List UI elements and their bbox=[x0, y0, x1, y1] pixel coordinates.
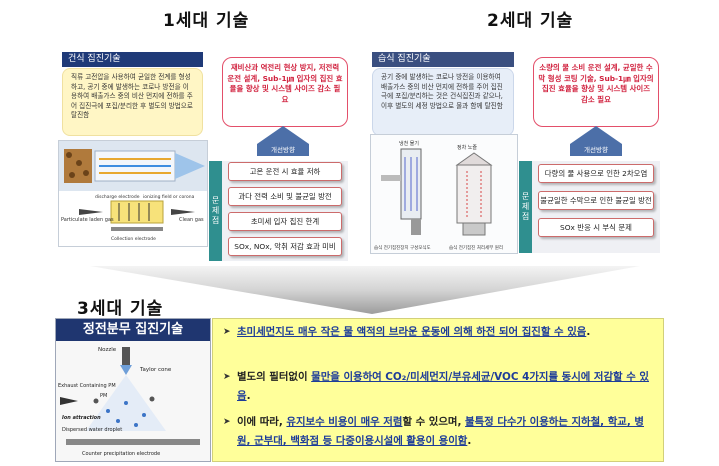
highlighted-phrase: 불특정 다수가 이용하는 지하철, 학교, 병원, 군부대, 백화점 등 다중이… bbox=[237, 416, 644, 447]
gen2-problem-label: 문제점 bbox=[519, 161, 532, 253]
gen3-benefit-text: 이에 따라, 유지보수 비용이 매우 저렴할 수 있으며, 불특정 다수가 이용… bbox=[237, 413, 655, 451]
gen1-improvement-arrow: 개선방향 bbox=[257, 126, 309, 156]
gen3-label-pm: PM bbox=[100, 393, 107, 399]
gen1-esp-diagram: discharge electrode ionizing field or co… bbox=[59, 141, 207, 246]
plain-phrase: . bbox=[467, 435, 472, 447]
gen3-label-dispersed: Dispersed water droplet bbox=[62, 427, 122, 433]
gen2-caption-left: 습식 전기집진장치 구성모식도 bbox=[374, 244, 431, 251]
gen1-esp-image: discharge electrode ionizing field or co… bbox=[58, 140, 208, 247]
gen1-problem-item: 고온 운전 시 효율 저하 bbox=[228, 162, 342, 181]
gen2-title: 2세대 기술 bbox=[487, 11, 574, 31]
highlighted-phrase: 유지보수 비용이 매우 저렴 bbox=[286, 416, 403, 428]
gen3-benefit-item: ➤ 초미세먼지도 매우 작은 물 액적의 브라운 운동에 의해 하전 되어 집진… bbox=[223, 323, 655, 342]
gen3-label-ion: Ion attraction bbox=[62, 415, 101, 421]
gen3-benefit-item: ➤ 별도의 필터없이 물만을 이용하여 CO₂/미세먼지/부유세균/VOC 4가… bbox=[223, 368, 655, 406]
gen2-improvement-label: 개선방향 bbox=[570, 144, 622, 156]
gen3-tech-title: 정전분무 집진기술 bbox=[56, 319, 210, 341]
gen3-benefit-text: 초미세먼지도 매우 작은 물 액적의 브라운 운동에 의해 하전 되어 집진할 … bbox=[237, 323, 655, 342]
convergence-arrow bbox=[90, 266, 640, 314]
gen1-label-collection: Collection electrode bbox=[111, 236, 156, 242]
gen2-description: 공기 중에 발생하는 코로나 방전을 이용하여 배출가스 중의 비산 먼지에 전… bbox=[372, 68, 514, 136]
gen3-label-counter: Counter precipitation electrode bbox=[82, 451, 160, 457]
gen3-label-exhaust: Exhaust Containing PM bbox=[58, 383, 116, 389]
gen3-label-nozzle: Nozzle bbox=[98, 347, 117, 353]
gen2-label-top: 냉천 물기 bbox=[399, 140, 419, 147]
plain-phrase: . bbox=[246, 390, 251, 402]
gen2-improvement-arrow: 개선방향 bbox=[570, 126, 622, 156]
gen1-problem-item: 초미세 입자 집진 한계 bbox=[228, 212, 342, 231]
gen2-tech-label: 습식 집진기술 bbox=[372, 52, 514, 67]
gen1-label-ionizing: ionizing field or corona bbox=[143, 194, 195, 200]
gen1-improvement-box: 재비산과 역전리 현상 방지, 저전력 운전 설계, Sub-1㎛ 입자의 집진… bbox=[222, 57, 348, 127]
gen1-problem-list: 고온 운전 시 효율 저하 과다 전력 소비 및 불균일 방전 초미세 입자 집… bbox=[222, 161, 348, 261]
gen2-problem-item: SOx 반응 시 부식 문제 bbox=[538, 218, 654, 237]
gen3-label-taylor: Taylor cone bbox=[139, 367, 172, 373]
gen3-benefits-box: ➤ 초미세먼지도 매우 작은 물 액적의 브라운 운동에 의해 하전 되어 집진… bbox=[212, 318, 664, 462]
gen1-label-discharge: discharge electrode bbox=[95, 194, 140, 200]
gen3-electrospray-panel: 정전분무 집진기술 Nozzle Taylor cone Exhaust Con… bbox=[55, 318, 211, 462]
gen1-problem-label: 문제점 bbox=[209, 161, 222, 261]
plain-phrase: 이에 따라, bbox=[237, 416, 287, 428]
gen2-improvement-box: 소량의 물 소비 운전 설계, 균일한 수막 형성 코팅 기술, Sub-1㎛ … bbox=[533, 57, 659, 127]
bullet-arrow-icon: ➤ bbox=[223, 327, 231, 337]
gen1-tech-label: 건식 집진기술 bbox=[62, 52, 203, 67]
gen1-improvement-label: 개선방향 bbox=[257, 144, 309, 156]
gen2-problem-item: 불균일한 수막으로 인한 불균일 방전 bbox=[538, 191, 654, 210]
gen3-benefit-text: 별도의 필터없이 물만을 이용하여 CO₂/미세먼지/부유세균/VOC 4가지를… bbox=[237, 368, 655, 406]
gen1-title: 1세대 기술 bbox=[163, 11, 250, 31]
gen3-benefit-item: ➤ 이에 따라, 유지보수 비용이 매우 저렴할 수 있으며, 불특정 다수가 … bbox=[223, 413, 655, 451]
bullet-arrow-icon: ➤ bbox=[223, 417, 231, 427]
gen2-wesp-diagram: 냉천 물기 정차 노즐 습식 전기집진장치 구성모식도 습식 전기집진 처리세부… bbox=[374, 140, 503, 251]
plain-phrase: . bbox=[586, 326, 591, 338]
gen3-title: 3세대 기술 bbox=[77, 299, 164, 319]
bullet-arrow-icon: ➤ bbox=[223, 372, 231, 382]
gen2-wesp-image: 냉천 물기 정차 노즐 습식 전기집진장치 구성모식도 습식 전기집진 처리세부… bbox=[370, 134, 518, 254]
plain-phrase: 별도의 필터없이 bbox=[237, 371, 312, 383]
highlighted-phrase: 초미세먼지도 매우 작은 물 액적의 브라운 운동에 의해 하전 되어 집진할 … bbox=[237, 326, 587, 338]
gen2-label-spray: 정차 노즐 bbox=[457, 144, 477, 151]
gen1-label-particulate: Particulate laden gas bbox=[61, 217, 114, 223]
gen1-problem-item: SOx, NOx, 악취 저감 효과 미비 bbox=[228, 237, 342, 256]
gen1-description: 직류 고전압을 사용하여 균일한 전계를 형성하고, 공기 중에 발생하는 코로… bbox=[62, 68, 203, 136]
gen3-electrospray-diagram: Nozzle Taylor cone Exhaust Containing PM… bbox=[56, 341, 210, 461]
highlighted-phrase: 물만을 이용하여 CO₂/미세먼지/부유세균/VOC 4가지를 동시에 저감할 … bbox=[237, 371, 649, 402]
gen1-problem-item: 과다 전력 소비 및 불균일 방전 bbox=[228, 187, 342, 206]
gen2-problem-item: 다량의 물 사용으로 인한 2차오염 bbox=[538, 164, 654, 183]
gen1-label-clean: Clean gas bbox=[179, 217, 204, 223]
gen2-problem-list: 다량의 물 사용으로 인한 2차오염 불균일한 수막으로 인한 불균일 방전 S… bbox=[532, 161, 660, 253]
gen2-caption-right: 습식 전기집진 처리세부 원리 bbox=[449, 244, 503, 251]
plain-phrase: 할 수 있으며, bbox=[402, 416, 466, 428]
